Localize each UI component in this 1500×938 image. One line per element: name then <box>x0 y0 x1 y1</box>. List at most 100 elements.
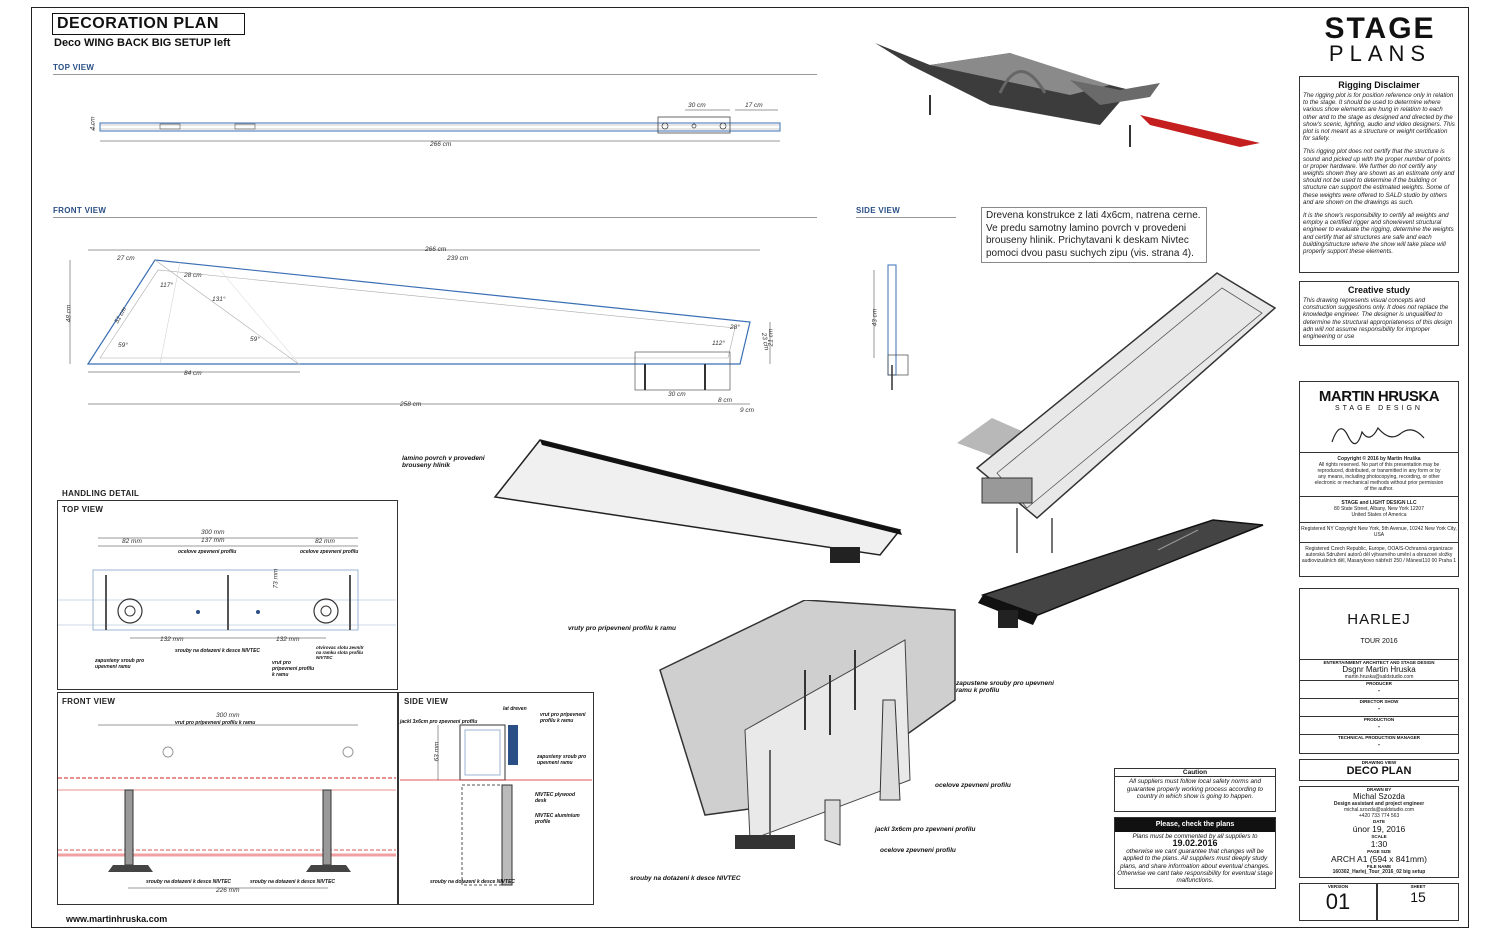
project-tour: TOUR 2016 <box>1360 638 1398 645</box>
hd-side-label-vrut: vrut pro pripevneni profilu k ramu <box>540 712 586 724</box>
file-name-label: FILE NAME <box>1366 864 1392 869</box>
check-plans-title: Please, check the plans <box>1115 818 1275 832</box>
drawn-email: michal.szozda@saldstudio.com <box>1343 807 1415 813</box>
copyright: Copyright © 2016 by Martin Hruška <box>1337 456 1421 462</box>
designer-box: MARTIN HRUSKA STAGE DESIGN Copyright © 2… <box>1299 381 1459 577</box>
callout-ocelove-2: ocelove zpevneni profilu <box>880 847 956 854</box>
rights-text: All rights reserved. No part of this pre… <box>1314 462 1444 492</box>
drawn-label: DRAWN BY <box>1366 787 1392 792</box>
hd-front-300: 300 mm <box>216 712 240 719</box>
angle-front-131: 131° <box>212 296 226 303</box>
handling-front-drawing <box>58 724 396 889</box>
caution-body: All suppliers must follow local safety n… <box>1126 778 1264 800</box>
hd-side-label-alu: NIVTEC aluminium profile <box>535 813 580 825</box>
caution-box: Caution All suppliers must follow local … <box>1114 768 1276 812</box>
company-address: 80 State Street, Albany, New York 12207 <box>1334 506 1424 512</box>
callout-jackl: jackl 3x6cm pro zpevneni profilu <box>875 826 976 833</box>
lamino-panel-render <box>493 439 902 563</box>
dim-front-48: 48 cm <box>65 304 73 323</box>
side-view-label: SIDE VIEW <box>856 206 901 215</box>
dim-front-30: 30 cm <box>668 391 686 398</box>
dim-top-30: 30 cm <box>688 102 706 109</box>
director-value: - <box>1377 704 1381 713</box>
drawing-view-value: DECO PLAN <box>1346 765 1412 777</box>
hd-top-view-label: TOP VIEW <box>62 505 104 514</box>
caution-title: Caution <box>1115 769 1275 777</box>
sheet-border <box>31 7 1469 928</box>
rigging-title: Rigging Disclaimer <box>1338 80 1420 90</box>
tpm-value: - <box>1377 740 1381 749</box>
callout-ocelove-1: ocelove zpevneni profilu <box>935 782 1011 789</box>
hd-front-label-s1: srouby na dotazeni k desce NIVTEC <box>146 879 232 885</box>
angle-front-117: 117° <box>160 282 173 289</box>
hd-front-label-vrut: vrut pro pripevneni profilu k ramu <box>175 720 256 726</box>
dim-front-258: 258 cm <box>400 401 422 408</box>
file-name-value: 160302_Harlej_Tour_2016_02 big setup <box>1332 869 1426 875</box>
date-value: únor 19, 2016 <box>1352 824 1406 834</box>
handling-side-panel <box>398 692 594 905</box>
top-view-label: TOP VIEW <box>53 63 95 72</box>
footer-website[interactable]: www.martinhruska.com <box>66 914 168 924</box>
hd-side-63: 63 mm <box>433 741 441 762</box>
version-box: VERSION 01 <box>1299 883 1377 921</box>
front-view-drawing <box>69 249 771 405</box>
hd-front-226: 226 mm <box>216 887 240 894</box>
callout-lamino: lamino povrch v provedeni brouseny hlini… <box>402 455 485 469</box>
hd-side-label-lat: lat dreven <box>503 706 527 712</box>
stage-logo-small: PLANS <box>1328 41 1432 66</box>
registered-ny: Registered NY Copyright New York, 5th Av… <box>1301 526 1457 538</box>
rigging-p3: It is the show's responsibility to certi… <box>1303 212 1454 256</box>
page-size-label: PAGE SIZE <box>1367 849 1391 854</box>
drawn-name: Michal Szozda <box>1352 792 1406 801</box>
callout-zapustene: zapustene srouby pro upevneni ramu k pro… <box>956 680 1054 694</box>
top-view-divider <box>53 74 817 75</box>
rigging-p1: The rigging plot is for position referen… <box>1303 92 1455 143</box>
drawn-by-box: DRAWN BY Michal Szozda Design assistant … <box>1299 786 1459 878</box>
handling-side-drawing <box>400 724 592 886</box>
drawing-view-box: DRAWING VIEW DECO PLAN <box>1299 759 1459 781</box>
hd-top-132a: 132 mm <box>160 636 184 643</box>
creative-study-box: Creative study This drawing represents v… <box>1299 281 1459 346</box>
hd-top-label-ocel-2: ocelove zpevneni profilu <box>300 549 359 555</box>
check-plans-box: Please, check the plans Plans must be co… <box>1114 817 1276 889</box>
scale-label: SCALE <box>1371 834 1387 839</box>
handling-top-drawing <box>58 537 396 639</box>
company-name: STAGE and LIGHT DESIGN LLC <box>1341 500 1417 506</box>
registered-cz: Registered Czech Republic, Europe, OOA/S… <box>1301 546 1457 564</box>
front-view-divider <box>53 217 817 218</box>
dim-top-4: 4 cm <box>89 116 97 131</box>
date-label: DATE <box>1373 819 1385 824</box>
version-label: VERSION <box>1327 884 1349 889</box>
hd-top-label-ocel-1: ocelove zpevneni profilu <box>178 549 237 555</box>
hd-top-82b: 82 mm <box>315 538 335 545</box>
hd-side-label-srouby: srouby na dotazeni k desce NIVTEC <box>430 879 516 885</box>
dim-front-84: 84 cm <box>184 370 202 377</box>
ent-name: Dsgnr Martin Hruska <box>1342 665 1416 674</box>
handling-detail-label: HANDLING DETAIL <box>62 489 140 498</box>
hd-side-view-label: SIDE VIEW <box>404 697 449 706</box>
dim-front-27: 27 cm <box>117 255 135 262</box>
sheet-box: SHEET 15 <box>1377 883 1459 921</box>
callout-vruty: vruty pro pripevneni profilu k ramu <box>568 625 676 632</box>
side-view-divider <box>856 217 956 218</box>
sheet-label: SHEET <box>1410 884 1426 889</box>
sheet-value: 15 <box>1410 889 1426 905</box>
top-view-drawing <box>93 109 781 142</box>
dim-side-43: 43 cm <box>871 308 879 327</box>
tpm-label: TECHNICAL PRODUCTION MANAGER <box>1338 735 1420 740</box>
director-label: DIRECTOR SHOW <box>1359 699 1399 704</box>
page-subtitle: Deco WING BACK BIG SETUP left <box>54 37 231 49</box>
designer-sub: STAGE DESIGN <box>1335 405 1423 412</box>
cutaway-render <box>659 600 956 849</box>
page-title: DECORATION PLAN <box>52 13 245 35</box>
creative-title: Creative study <box>1347 285 1411 295</box>
dim-top-17: 17 cm <box>745 102 763 109</box>
drawn-phone: +420 733 774 563 <box>1358 813 1400 819</box>
hd-front-view-label: FRONT VIEW <box>62 697 116 706</box>
front-view-label: FRONT VIEW <box>53 206 107 215</box>
stage-logo-big: STAGE <box>1324 12 1436 45</box>
dark-profile-render <box>978 519 1264 628</box>
hd-front-label-s2: srouby na dotazeni k desce NIVTEC <box>250 879 336 885</box>
hd-side-label-zap: zapusteny sroub pro upevneni ramu <box>537 754 587 766</box>
angle-front-28: 28° <box>730 324 740 331</box>
